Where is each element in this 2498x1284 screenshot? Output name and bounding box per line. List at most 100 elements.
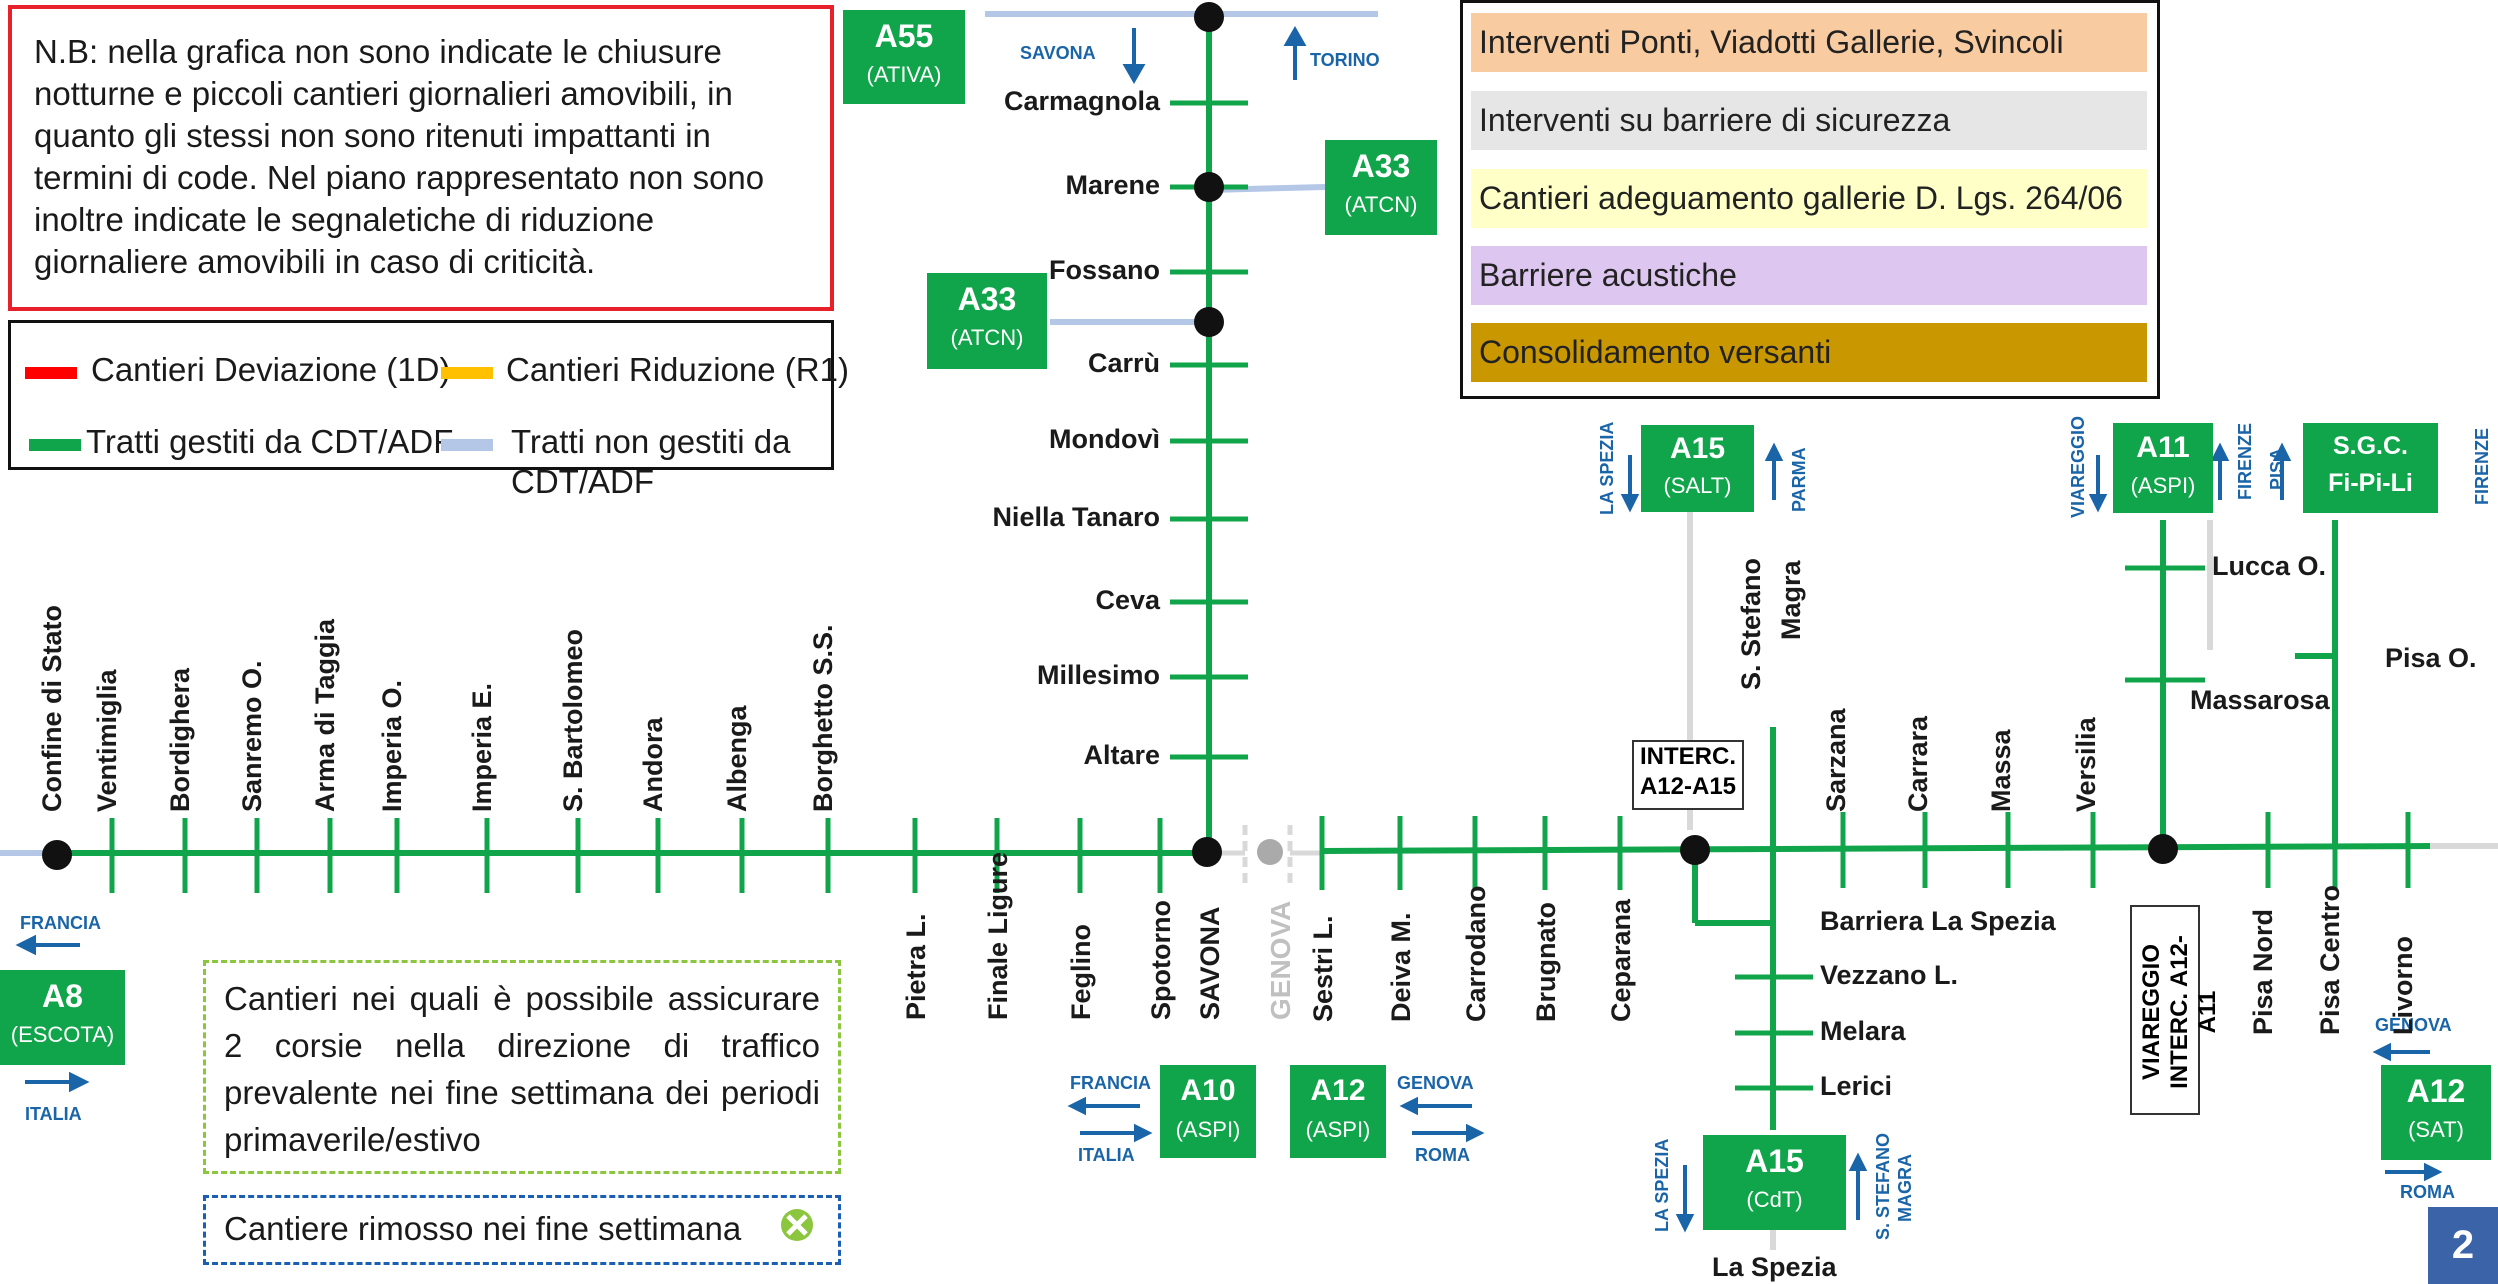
legend-riduzione: Cantieri Riduzione (R1) bbox=[506, 351, 849, 388]
note-box: N.B: nella grafica non sono indicate le … bbox=[8, 5, 834, 311]
road-a33-top: A33 (ATCN) bbox=[1325, 140, 1437, 235]
road-a8-op: (ESCOTA) bbox=[10, 1022, 115, 1047]
station-a10-10: Borghetto S.S. bbox=[808, 624, 838, 813]
dir-laspezia-salt: LA SPEZIA bbox=[1597, 421, 1617, 515]
station-a6-7: Millesimo bbox=[1036, 660, 1160, 690]
dir-savona: SAVONA bbox=[1020, 43, 1096, 63]
station-a12-upper-1: Carrara bbox=[1903, 715, 1933, 812]
non-gestiti-swatch bbox=[441, 439, 493, 451]
station-a12-lower-2: Carrodano bbox=[1461, 885, 1491, 1022]
dir-genova-sat: GENOVA bbox=[2375, 1015, 2452, 1035]
dir-firenze-sgc: FIRENZE bbox=[2472, 427, 2492, 505]
station-a6-5: Niella Tanaro bbox=[992, 502, 1160, 532]
dir-italia-a8: ITALIA bbox=[25, 1104, 82, 1124]
road-a33-left-code: A33 bbox=[957, 281, 1017, 317]
legend-consolidamento: Consolidamento versanti bbox=[1471, 323, 2147, 382]
station-a10-lower-1: Finale Ligure bbox=[983, 851, 1013, 1020]
dir-sstefano-1: S. STEFANO bbox=[1873, 1132, 1893, 1240]
dir-sstefano-2: MAGRA bbox=[1895, 1154, 1915, 1222]
station-a12-lower-0: Sestri L. bbox=[1308, 915, 1338, 1022]
legend-non-gestiti-1: Tratti non gestiti da bbox=[511, 423, 791, 460]
road-a12-sat-op: (SAT) bbox=[2408, 1117, 2464, 1142]
dir-viareggio: VIAREGGIO bbox=[2068, 415, 2088, 518]
road-a15-cdt: A15 (CdT) bbox=[1703, 1135, 1846, 1230]
interc-a12-a15-l1: INTERC. bbox=[1640, 743, 1736, 770]
removed-cantiere-icon bbox=[781, 1209, 813, 1241]
deviazione-swatch bbox=[25, 367, 77, 379]
interc-a12-a15-l2: A12-A15 bbox=[1639, 773, 1737, 800]
road-a33-left: A33 (ATCN) bbox=[927, 273, 1047, 369]
intervention-legend: Interventi Ponti, Viadotti Gallerie, Svi… bbox=[1460, 0, 2160, 399]
station-a11-1: Massarosa bbox=[2190, 685, 2330, 715]
station-a10-lower-2: Feglino bbox=[1066, 924, 1096, 1020]
interc-a12-a15: INTERC. A12-A15 bbox=[1632, 740, 1744, 810]
road-a15-cdt-code: A15 bbox=[1745, 1143, 1804, 1179]
station-a6-8: Altare bbox=[1083, 740, 1160, 770]
weekend-two-lanes-note: Cantieri nei quali è possibile assicurar… bbox=[203, 960, 841, 1174]
legend-gallerie: Cantieri adeguamento gallerie D. Lgs. 26… bbox=[1471, 169, 2147, 228]
legend-barriere-acustiche: Barriere acustiche bbox=[1471, 246, 2147, 305]
road-sgc-name2: Fi-Pi-Li bbox=[2328, 469, 2413, 497]
station-a10-9: Albenga bbox=[722, 705, 752, 812]
road-a15-cdt-op: (CdT) bbox=[1746, 1187, 1803, 1212]
dir-parma: PARMA bbox=[1789, 447, 1809, 512]
riduzione-swatch bbox=[441, 367, 493, 379]
station-a12-upper-2: Massa bbox=[1986, 729, 2016, 812]
road-a33-top-code: A33 bbox=[1351, 148, 1411, 184]
station-sat-2: Livorno bbox=[2388, 936, 2418, 1035]
station-sstefano-2: Magra bbox=[1776, 560, 1806, 640]
station-a15-2: Melara bbox=[1820, 1016, 1906, 1046]
note-text: N.B: nella grafica non sono indicate le … bbox=[34, 33, 765, 280]
station-a15-1: Vezzano L. bbox=[1820, 960, 1959, 990]
legend-box: Cantieri Deviazione (1D) Cantieri Riduzi… bbox=[8, 320, 849, 500]
dir-genova-a12: GENOVA bbox=[1397, 1073, 1474, 1093]
station-a10-5: Imperia O. bbox=[377, 679, 407, 812]
station-a10-4: Arma di Taggia bbox=[310, 618, 340, 812]
station-sat-1: Pisa Centro bbox=[2315, 884, 2345, 1035]
station-a10-6: Imperia E. bbox=[467, 682, 497, 812]
station-a12-upper-3: Versilia bbox=[2071, 717, 2101, 812]
road-a33-left-op: (ATCN) bbox=[950, 325, 1024, 350]
road-sgc-name: S.G.C. bbox=[2332, 432, 2408, 460]
dir-roma-sat: ROMA bbox=[2400, 1182, 2455, 1202]
station-a10-lower-3: Spotorno bbox=[1146, 900, 1176, 1020]
dir-francia-a10: FRANCIA bbox=[1070, 1073, 1151, 1093]
legend-non-gestiti-2: CDT/ADF bbox=[511, 463, 654, 500]
road-a11-code: A11 bbox=[2136, 431, 2190, 464]
station-a6-3: Carrù bbox=[1087, 348, 1160, 378]
station-a6-0: Carmagnola bbox=[1003, 86, 1160, 116]
road-a8-code: A8 bbox=[42, 978, 83, 1014]
dir-pisa: PISA bbox=[2267, 447, 2287, 490]
station-a10-2: Bordighera bbox=[165, 667, 195, 812]
legend-ponti: Interventi Ponti, Viadotti Gallerie, Svi… bbox=[1471, 13, 2147, 72]
gestiti-swatch bbox=[29, 439, 81, 451]
station-a12-lower-1: Deiva M. bbox=[1386, 912, 1416, 1022]
station-laspezia: La Spezia bbox=[1712, 1252, 1837, 1282]
interc-viareggio: VIAREGGIO INTERC. A12-A11 bbox=[2130, 905, 2221, 1115]
station-a10-7: S. Bartolomeo bbox=[558, 628, 588, 812]
station-a6-4: Mondovì bbox=[1049, 424, 1160, 454]
station-a6-6: Ceva bbox=[1095, 585, 1160, 615]
road-a12-aspi-op: (ASPI) bbox=[1305, 1117, 1371, 1142]
dir-italia-a10: ITALIA bbox=[1078, 1145, 1135, 1165]
road-sgc: S.G.C. Fi-Pi-Li bbox=[2303, 423, 2438, 513]
station-a15-0: Barriera La Spezia bbox=[1820, 906, 2056, 936]
legend-barriere-sicurezza: Interventi su barriere di sicurezza bbox=[1471, 91, 2147, 150]
road-a55: A55 (ATIVA) bbox=[843, 10, 965, 104]
road-a11-op: (ASPI) bbox=[2130, 473, 2196, 498]
road-a15-salt-op: (SALT) bbox=[1663, 473, 1732, 498]
road-a10-op: (ASPI) bbox=[1175, 1117, 1241, 1142]
road-a55-op: (ATIVA) bbox=[866, 62, 942, 87]
weekend-removed-note: Cantiere rimosso nei fine settimana bbox=[203, 1195, 841, 1265]
legend-deviazione: Cantieri Deviazione (1D) bbox=[91, 351, 451, 388]
road-a33-top-op: (ATCN) bbox=[1344, 192, 1418, 217]
interc-viareggio-l1: VIAREGGIO bbox=[2138, 943, 2165, 1081]
station-a6-1: Marene bbox=[1065, 170, 1160, 200]
road-a15-salt-code: A15 bbox=[1669, 432, 1726, 465]
station-a15-3: Lerici bbox=[1820, 1071, 1893, 1101]
station-a10-8: Andora bbox=[638, 717, 668, 813]
dir-laspezia-cdt: LA SPEZIA bbox=[1652, 1138, 1672, 1232]
station-a12-upper-0: Sarzana bbox=[1821, 708, 1851, 812]
road-a10-code: A10 bbox=[1180, 1074, 1236, 1107]
